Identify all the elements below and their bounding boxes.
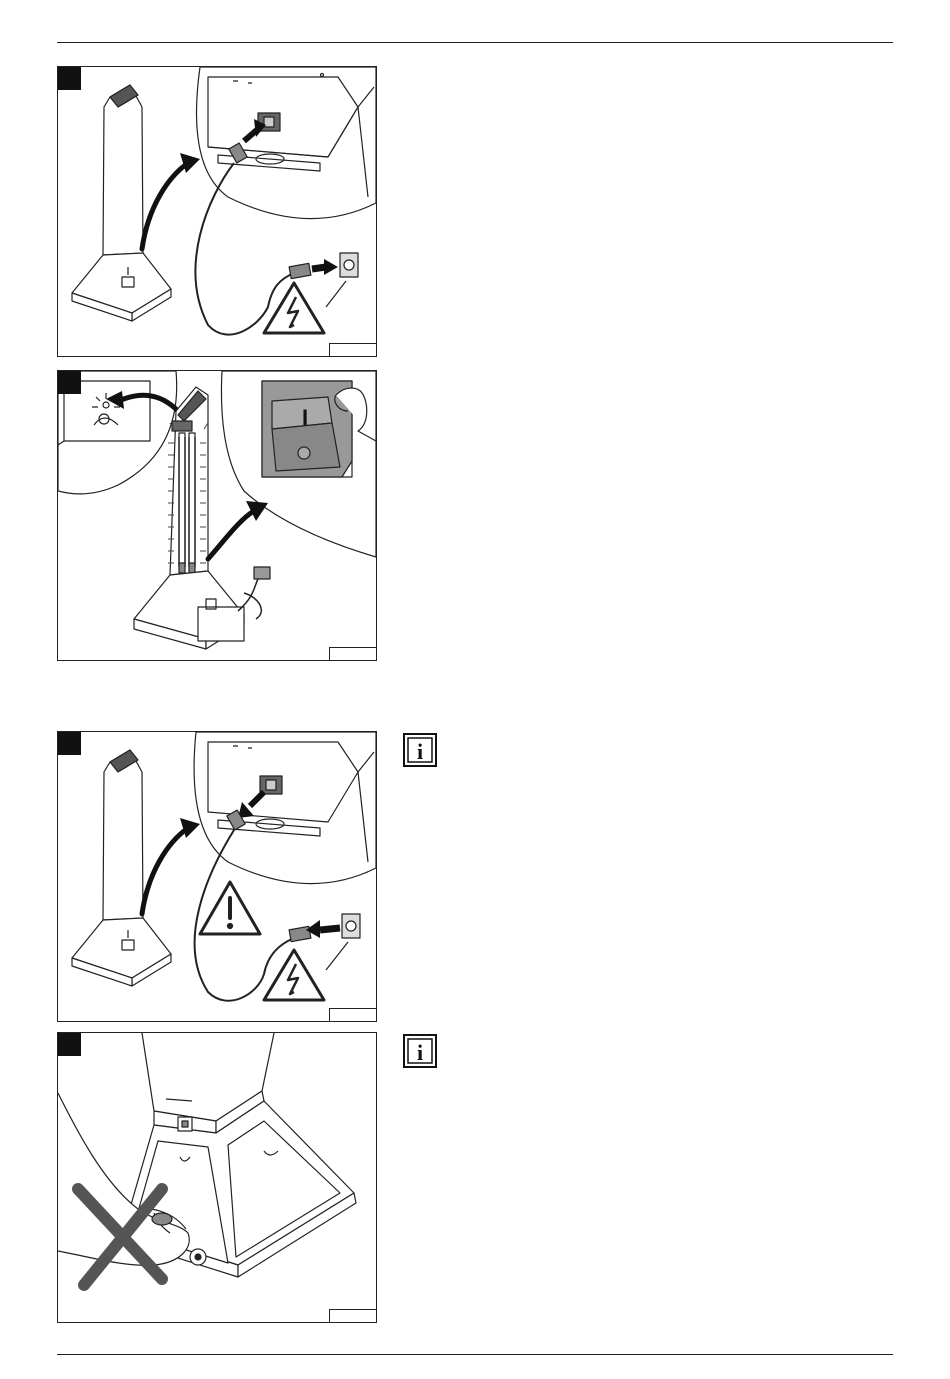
figure-tag-4: [329, 1309, 377, 1323]
figure-tag-1: [329, 343, 377, 357]
bottom-rule: [57, 1354, 893, 1355]
figure-tag-3: [329, 1008, 377, 1022]
step-marker-2: [58, 371, 81, 394]
illustration-disconnect-cord: [58, 732, 376, 1021]
switch-on-glyph: I: [302, 405, 308, 430]
step-marker-3: [58, 732, 81, 755]
top-rule: [57, 42, 893, 43]
svg-text:i: i: [417, 1040, 423, 1065]
figure-1-connect-power: [57, 66, 377, 357]
step-marker-4: [58, 1033, 81, 1056]
info-icon: i: [403, 733, 437, 767]
illustration-prohibited-handling: [58, 1033, 376, 1322]
info-icon: i: [403, 1034, 437, 1068]
figure-tag-2: [329, 647, 377, 661]
step-marker-1: [58, 67, 81, 90]
illustration-switch-on: I: [58, 371, 376, 660]
figure-2-switch-on: I: [57, 370, 377, 661]
illustration-connect-cord: [58, 67, 376, 356]
figure-4-do-not-push-with-foot: [57, 1032, 377, 1323]
figure-3-disconnect-power: [57, 731, 377, 1022]
svg-text:i: i: [417, 739, 423, 764]
